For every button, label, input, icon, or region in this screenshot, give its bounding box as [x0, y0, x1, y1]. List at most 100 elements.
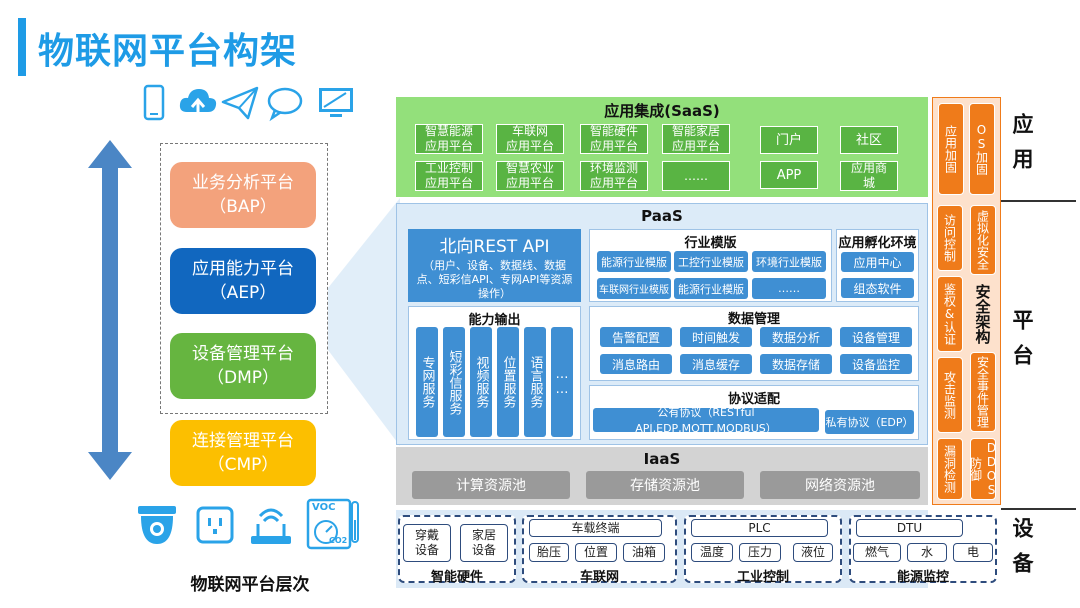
capability-private-network: 专网服务	[416, 327, 438, 437]
chat-bubble-icon	[267, 87, 303, 122]
saas-smart-energy-l1: 智慧能源	[424, 124, 473, 138]
data-analysis: 数据分析	[760, 327, 832, 347]
saas-industrial-control-l1: 工业控制	[424, 161, 473, 175]
security-auth: 鉴权&认证	[937, 276, 963, 352]
security-access-control: 访问控制	[937, 205, 963, 271]
device-position: 位置	[575, 543, 617, 562]
layer-dmp-name: 设备管理平台	[192, 344, 294, 364]
layer-dmp-abbr: （DMP）	[206, 368, 279, 388]
incubation-config-software: 组态软件	[841, 278, 914, 298]
saas-more: ……	[662, 161, 730, 191]
cloud-upload-icon	[179, 89, 217, 120]
saas-more-l1: ……	[684, 168, 708, 183]
saas-smart-hardware-l2: 应用平台	[589, 139, 638, 153]
saas-smart-hardware-l1: 智能硬件	[589, 124, 638, 138]
security-event-mgmt: 安全事件管理	[970, 352, 996, 432]
saas-portal: 门户	[760, 126, 818, 154]
double-arrow-icon	[88, 140, 132, 480]
device-home: 家居设备	[460, 524, 508, 562]
device-pressure: 压力	[739, 543, 781, 562]
layer-aep: 应用能力平台 （AEP）	[170, 248, 316, 314]
layer-aep-abbr: （AEP）	[209, 283, 277, 303]
saas-industrial-control-l2: 应用平台	[424, 176, 473, 190]
saas-app-store-l2: 城	[862, 176, 875, 190]
saas-smart-home-l1: 智能家居	[671, 124, 720, 138]
device-group-iov-label: 车联网	[579, 570, 619, 585]
device-level: 液位	[793, 543, 833, 562]
layer-cmp-abbr: （CMP）	[207, 455, 279, 475]
side-label-platform: 平台	[1010, 309, 1034, 379]
security-title: 安全架构	[973, 284, 992, 344]
separator-platform-device	[1001, 508, 1076, 510]
capability-more: ……	[551, 327, 573, 437]
saas-app-store: 应用商城	[840, 161, 898, 191]
security-virtualization: 虚拟化安全	[970, 205, 996, 275]
saas-app: APP	[760, 161, 818, 189]
saas-title: 应用集成(SaaS)	[604, 102, 720, 120]
mobile-phone-icon	[143, 84, 165, 121]
wifi-router-icon	[251, 508, 291, 544]
platform-layers-dashed-box	[160, 143, 328, 414]
template-energy-2: 能源行业模版	[674, 278, 748, 299]
capability-video: 视频服务	[470, 327, 492, 437]
security-attack-monitor: 攻击监测	[937, 357, 963, 433]
side-label-application: 应用	[1010, 113, 1034, 183]
template-industrial: 工控行业模版	[674, 251, 748, 272]
data-mgmt-title: 数据管理	[727, 312, 780, 327]
device-group-energy-label: 能源监控	[896, 570, 949, 585]
device-fuel-tank: 油箱	[623, 543, 665, 562]
iaas-network-pool: 网络资源池	[760, 471, 920, 499]
separator-app-platform	[1001, 200, 1076, 202]
template-energy-1: 能源行业模版	[597, 251, 671, 272]
device-electricity: 电	[953, 543, 993, 562]
data-device-monitor: 设备监控	[840, 354, 912, 374]
voc-co2-sensor-icon: VOC CO2	[306, 498, 360, 550]
layer-cmp-name: 连接管理平台	[192, 431, 294, 451]
device-vehicle-terminal: 车载终端	[529, 519, 662, 537]
saas-smart-home-l2: 应用平台	[671, 139, 720, 153]
layer-aep-name: 应用能力平台	[192, 259, 294, 279]
device-dtu: DTU	[856, 519, 963, 537]
capability-sms-mms: 短彩信服务	[443, 327, 465, 437]
data-device-mgmt: 设备管理	[840, 327, 912, 347]
layer-dmp: 设备管理平台 （DMP）	[170, 333, 316, 399]
template-environment: 环境行业模版	[752, 251, 826, 272]
saas-env-monitor-l2: 应用平台	[589, 176, 638, 190]
device-home-l1: 家居	[471, 528, 496, 542]
paas-title: PaaS	[641, 207, 683, 225]
smart-socket-icon	[196, 506, 234, 544]
sensor-frame-icon	[306, 498, 359, 550]
protocol-title: 协议适配	[727, 392, 780, 407]
incubation-app-center: 应用中心	[841, 252, 914, 272]
rest-api-desc: （用户、设备、数据线、数据点、短彩信API、专网API等资源操作）	[416, 259, 573, 300]
saas-community-label: 社区	[855, 132, 882, 148]
saas-industrial-control: 工业控制应用平台	[415, 161, 483, 191]
saas-community: 社区	[840, 126, 898, 154]
capability-voice: 语言服务	[524, 327, 546, 437]
saas-iov-l2: 应用平台	[505, 139, 554, 153]
side-label-device: 设备	[1010, 517, 1034, 587]
voc-label: VOC	[312, 502, 336, 513]
iaas-title: IaaS	[643, 450, 681, 468]
title-accent-bar	[18, 18, 26, 76]
rest-api-title: 北向REST API	[439, 237, 550, 257]
layer-bap-abbr: （BAP）	[209, 197, 277, 217]
saas-smart-agri-l2: 应用平台	[505, 176, 554, 190]
rest-api-box: 北向REST API （用户、设备、数据线、数据点、短彩信API、专网API等资…	[408, 229, 581, 302]
left-caption: 物联网平台层次	[190, 575, 310, 595]
saas-smart-energy: 智慧能源应用平台	[415, 124, 483, 154]
security-vuln-detect: 漏洞检测	[937, 438, 963, 500]
device-gas: 燃气	[853, 543, 901, 562]
saas-smart-home: 智能家居应用平台	[662, 124, 730, 154]
template-more: ……	[752, 278, 826, 299]
iaas-storage-pool: 存储资源池	[586, 471, 744, 499]
industry-template-title: 行业模版	[684, 236, 737, 251]
camera-icon	[138, 506, 176, 544]
iaas-compute-pool: 计算资源池	[412, 471, 570, 499]
security-ddos: DDOS防御	[969, 438, 999, 500]
capability-location: 位置服务	[497, 327, 519, 437]
data-time-trigger: 时间触发	[680, 327, 752, 347]
saas-app-label: APP	[776, 167, 802, 183]
security-os-hardening: OS加固	[969, 103, 995, 195]
data-alarm-config: 告警配置	[600, 327, 672, 347]
